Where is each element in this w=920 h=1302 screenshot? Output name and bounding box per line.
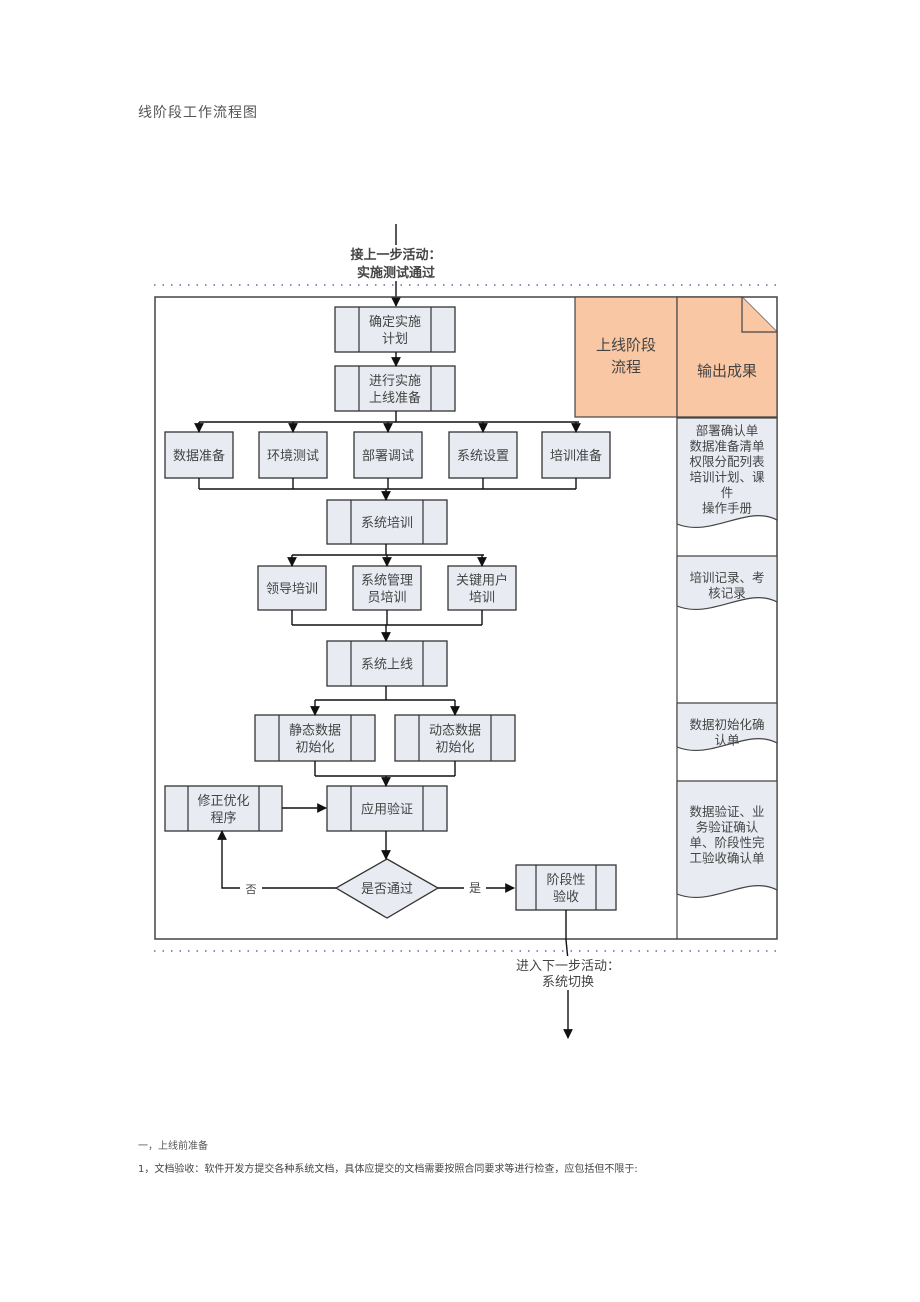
output-header <box>676 296 778 418</box>
output-line: 培训计划、课 <box>689 470 765 485</box>
process-header-line1: 上线阶段 <box>596 336 656 354</box>
output-header-label: 输出成果 <box>697 362 757 380</box>
node-label: 进行实施 <box>369 374 421 389</box>
node-label: 程序 <box>210 811 236 826</box>
node-label: 员培训 <box>367 590 406 606</box>
process-frame <box>154 296 778 940</box>
output-line: 权限分配列表 <box>689 454 765 469</box>
output-line: 认单 <box>714 733 739 748</box>
output-line: 件 <box>721 485 734 500</box>
node-label: 环境测试 <box>267 449 319 464</box>
node-train-prep: 培训准备 <box>541 431 611 479</box>
node-label: 系统上线 <box>361 658 413 673</box>
node-label: 计划 <box>382 332 408 347</box>
node-label: 动态数据 <box>429 724 481 739</box>
node-go-live: 系统上线 <box>326 640 448 687</box>
node-label: 应用验证 <box>361 802 413 818</box>
node-label: 数据准备 <box>173 448 225 464</box>
section-paragraph: 1，文档验收：软件开发方提交各种系统文档，具体应提交的文档需要按照合同要求等进行… <box>138 1164 638 1175</box>
node-label: 确定实施 <box>369 315 421 330</box>
output-line: 工验收确认单 <box>689 851 764 866</box>
entry-label-line2: 实施测试通过 <box>357 265 435 281</box>
output-line: 单、阶段性完 <box>689 835 764 850</box>
entry-label-line1: 接上一步活动： <box>350 247 441 263</box>
node-decision: 是否通过 <box>334 858 440 919</box>
node-app-verify: 应用验证 <box>326 785 448 832</box>
node-label: 修正优化 <box>197 794 249 809</box>
decision-label: 是否通过 <box>361 882 413 897</box>
node-label: 系统培训 <box>361 515 413 531</box>
section-heading: 一，上线前准备 <box>138 1141 208 1152</box>
process-header <box>574 296 678 418</box>
node-label: 系统管理 <box>361 574 413 589</box>
node-label: 验收 <box>553 889 579 905</box>
output-line: 培训记录、考 <box>689 570 764 585</box>
node-label: 领导培训 <box>266 581 318 597</box>
connectors <box>194 352 581 1039</box>
node-sys-setup: 系统设置 <box>448 431 518 479</box>
node-label: 系统设置 <box>457 449 509 464</box>
node-env-test: 环境测试 <box>258 431 328 479</box>
edge-label-no: 否 <box>246 883 257 896</box>
node-label: 上线准备 <box>369 390 421 406</box>
node-label: 关键用户 <box>456 573 508 589</box>
node-label: 部署调试 <box>362 449 414 464</box>
node-data-prep: 数据准备 <box>164 431 234 479</box>
output-line: 务验证确认 <box>696 820 759 835</box>
output-line: 数据验证、业 <box>689 804 764 819</box>
document-title: 线阶段工作流程图 <box>138 105 258 121</box>
node-sys-training: 系统培训 <box>326 499 448 545</box>
node-leader-training: 领导培训 <box>257 565 327 611</box>
output-line: 操作手册 <box>702 501 752 516</box>
node-label: 培训准备 <box>550 448 602 464</box>
exit-label-line2: 系统切换 <box>542 975 594 990</box>
process-header-line2: 流程 <box>611 358 641 376</box>
output-line: 核记录 <box>708 586 746 601</box>
output-line: 数据初始化确 <box>689 717 764 732</box>
exit-label-line1: 进入下一步活动： <box>516 959 620 974</box>
node-label: 静态数据 <box>289 724 341 739</box>
node-label: 初始化 <box>295 741 334 756</box>
node-label: 阶段性 <box>546 873 585 888</box>
output-line: 数据准备清单 <box>689 439 764 454</box>
node-label: 初始化 <box>435 741 474 756</box>
node-label: 培训 <box>469 590 495 606</box>
output-line: 部署确认单 <box>696 423 759 438</box>
edge-label-yes: 是 <box>469 881 481 895</box>
node-deploy-debug: 部署调试 <box>353 431 423 479</box>
folded-corner-icon <box>741 297 777 333</box>
